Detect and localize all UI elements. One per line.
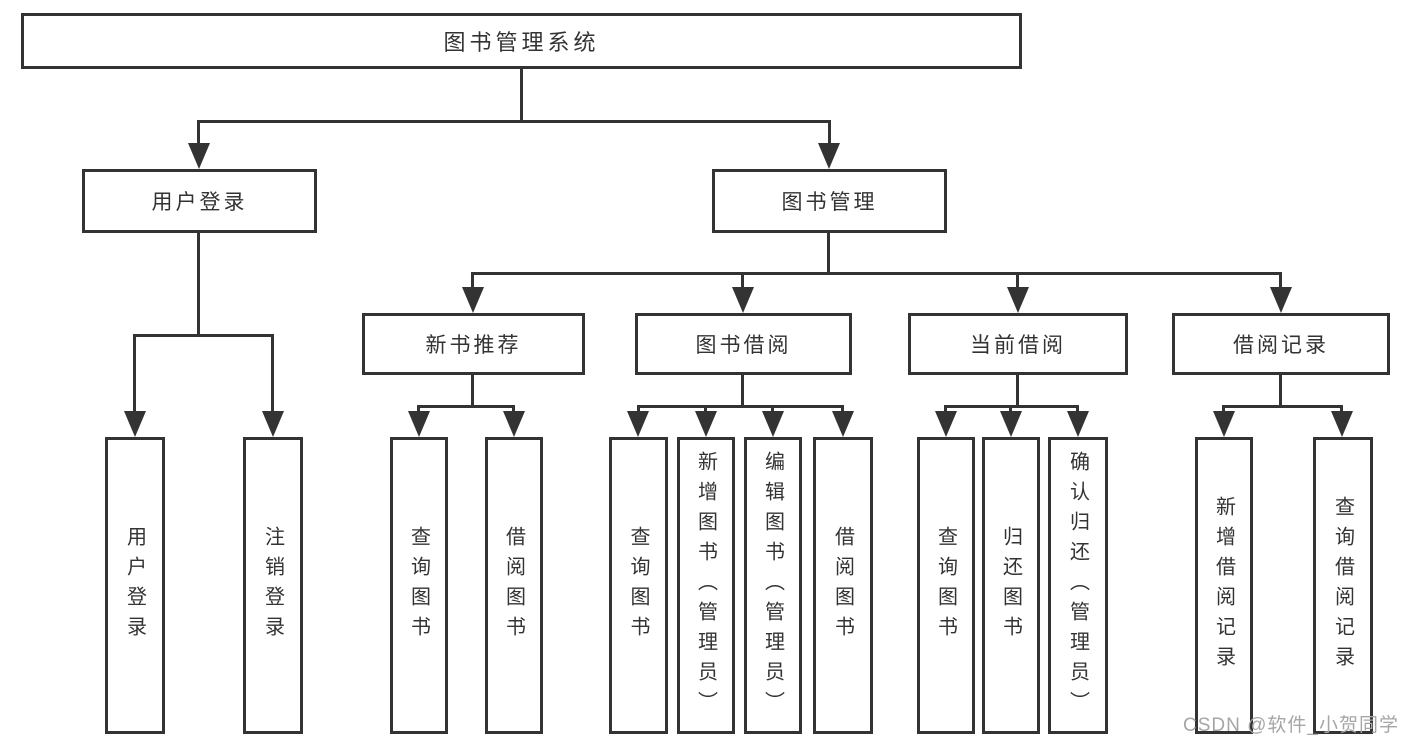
node-label: 借阅记录 (1233, 334, 1329, 357)
node-book-management: 图书管理 (712, 169, 947, 233)
arrow-down-icon (124, 411, 146, 437)
leaf-bb-edit-books-admin: 编辑图书（管理员） (744, 437, 802, 734)
arrow-down-icon (732, 287, 754, 313)
node-book-borrowing: 图书借阅 (635, 313, 852, 375)
leaf-bb-add-books-admin: 新增图书（管理员） (677, 437, 735, 734)
node-label: 新增借阅记录 (1212, 495, 1235, 676)
leaf-nb-borrow-books: 借阅图书 (485, 437, 543, 734)
node-current-borrowing: 当前借阅 (908, 313, 1128, 375)
leaf-user-login: 用户登录 (105, 437, 165, 734)
arrow-down-icon (695, 411, 717, 437)
node-label: 查询图书 (627, 525, 649, 646)
node-label: 当前借阅 (970, 334, 1066, 357)
node-borrowing-records: 借阅记录 (1172, 313, 1390, 375)
arrow-down-icon (935, 411, 957, 437)
connector-line (1279, 375, 1282, 405)
node-label: 新书推荐 (425, 334, 522, 357)
connector-line (1016, 272, 1019, 300)
connector-line (133, 334, 136, 419)
arrow-down-icon (818, 143, 840, 169)
leaf-cb-return-books: 归还图书 (982, 437, 1040, 734)
arrow-down-icon (1000, 411, 1022, 437)
node-label: 图书管理 (781, 191, 878, 214)
node-user-login: 用户登录 (82, 169, 317, 233)
arrow-down-icon (262, 411, 284, 437)
leaf-bb-query-books: 查询图书 (609, 437, 668, 734)
node-label: 借阅图书 (831, 525, 854, 646)
node-label: 用户登录 (151, 191, 248, 214)
node-label: 确认归还（管理员） (1066, 450, 1089, 721)
connector-line (197, 120, 831, 123)
arrow-down-icon (408, 411, 430, 437)
arrow-down-icon (1331, 411, 1353, 437)
connector-line (417, 405, 515, 408)
arrow-down-icon (1007, 287, 1029, 313)
connector-line (827, 233, 830, 272)
leaf-cb-query-books: 查询图书 (917, 437, 975, 734)
connector-line (741, 375, 744, 405)
connector-line (471, 375, 474, 405)
arrow-down-icon (1213, 411, 1235, 437)
connector-line (1222, 405, 1343, 408)
connector-line (471, 272, 474, 300)
connector-line (828, 120, 831, 150)
node-label: 用户登录 (123, 525, 146, 646)
arrow-down-icon (762, 411, 784, 437)
leaf-br-query-record: 查询借阅记录 (1313, 437, 1373, 734)
arrow-down-icon (188, 143, 210, 169)
node-label: 新增图书（管理员） (694, 450, 717, 721)
connector-line (197, 233, 200, 334)
arrow-down-icon (832, 411, 854, 437)
connector-line (637, 405, 844, 408)
node-label: 查询图书 (407, 525, 430, 646)
leaf-logout-login: 注销登录 (243, 437, 303, 734)
connector-line (197, 120, 200, 150)
node-label: 归还图书 (999, 525, 1022, 646)
node-new-book-recommend: 新书推荐 (362, 313, 585, 375)
node-label: 查询图书 (934, 525, 957, 646)
node-label: 图书管理系统 (443, 30, 600, 55)
arrow-down-icon (1067, 411, 1089, 437)
connector-line (271, 334, 274, 419)
arrow-down-icon (627, 411, 649, 437)
node-label: 图书借阅 (695, 334, 792, 357)
connector-line (741, 272, 744, 300)
watermark-csdn: CSDN @软件_小贺同学 (1183, 715, 1399, 736)
node-label: 查询借阅记录 (1331, 495, 1354, 676)
connector-line (471, 272, 1282, 275)
arrow-down-icon (462, 287, 484, 313)
connector-line (1016, 375, 1019, 405)
node-library-system: 图书管理系统 (21, 13, 1022, 69)
leaf-cb-confirm-return-admin: 确认归还（管理员） (1048, 437, 1108, 734)
node-label: 注销登录 (261, 525, 284, 646)
connector-line (1279, 272, 1282, 300)
connector-line (133, 334, 274, 337)
arrow-down-icon (1270, 287, 1292, 313)
leaf-bb-borrow-books: 借阅图书 (813, 437, 873, 734)
node-label: 编辑图书（管理员） (761, 450, 784, 721)
node-label: 借阅图书 (502, 525, 525, 646)
leaf-nb-query-books: 查询图书 (390, 437, 448, 734)
leaf-br-add-record: 新增借阅记录 (1195, 437, 1253, 734)
connector-line (520, 69, 523, 120)
arrow-down-icon (503, 411, 525, 437)
